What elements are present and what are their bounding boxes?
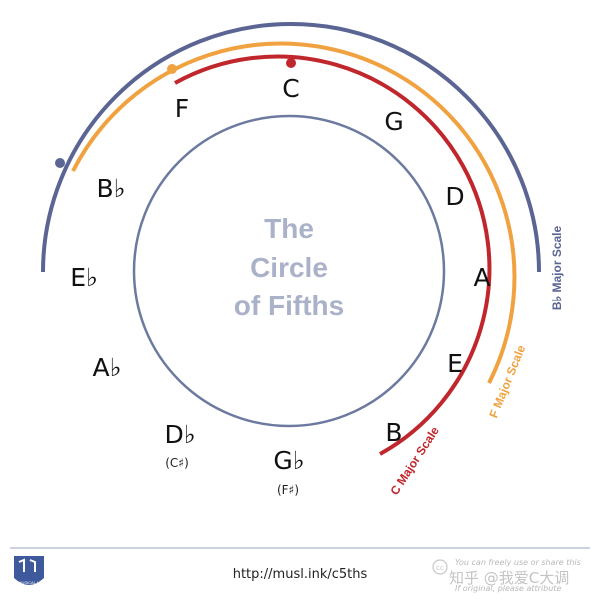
diagram-title: The Circle of Fifths [234, 213, 344, 321]
c-major-scale-arc [174, 54, 492, 456]
title-line-3: of Fifths [234, 290, 344, 321]
note-g: G [384, 107, 403, 136]
note-d: D [445, 182, 464, 211]
watermark: You can freely use or share this If orig… [432, 558, 581, 593]
note-db-enharmonic: (C♯) [165, 456, 189, 470]
musical-u-logo: MUSICAL U [14, 556, 44, 585]
watermark-line-1: You can freely use or share this [455, 558, 581, 567]
logo-text: MUSICAL U [18, 580, 40, 585]
inner-circle [132, 114, 446, 428]
note-gb-enharmonic: (F♯) [277, 483, 299, 497]
note-c: C [282, 74, 299, 103]
c-major-start-dot [286, 58, 296, 68]
watermark-line-2: If original, please attribute [455, 584, 561, 593]
f-major-scale-arc [71, 41, 517, 384]
note-gb: G♭ [273, 446, 304, 475]
note-bb: B♭ [97, 174, 126, 203]
f-major-scale-label: F Major Scale [486, 343, 528, 420]
f-major-start-dot [167, 64, 177, 74]
footer-url[interactable]: http://musl.ink/c5ths [233, 567, 368, 582]
note-f: F [175, 94, 189, 123]
b-flat-major-scale-label: B♭ Major Scale [550, 225, 564, 310]
note-a: A [473, 263, 490, 292]
note-db: D♭ [164, 420, 195, 449]
note-e: E [447, 349, 463, 378]
note-eb: E♭ [70, 263, 98, 292]
watermark-zhihu: 知乎 @我爱C大调 [449, 569, 569, 587]
b-flat-major-start-dot [55, 158, 65, 168]
cc-glyph: cc [436, 564, 444, 572]
note-labels: C G D A E B G♭ (F♯) D♭ (C♯) A♭ E♭ B♭ F [70, 74, 490, 497]
watermark-cc-icon [432, 559, 448, 575]
b-flat-major-scale-arc [41, 22, 541, 273]
title-line-1: The [264, 213, 314, 244]
title-line-2: Circle [250, 252, 328, 283]
note-ab: A♭ [93, 353, 122, 382]
note-b: B [385, 418, 402, 447]
